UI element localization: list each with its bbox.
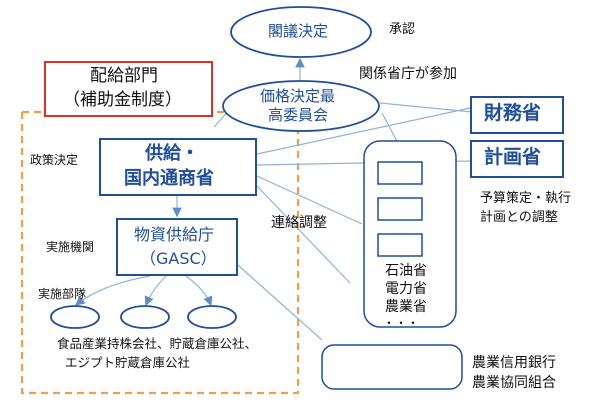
ministry-slot-3 — [377, 233, 423, 257]
price-committee-line1: 価格決定最 — [260, 87, 336, 105]
ministry-ellipsis: ・・・ — [383, 316, 420, 330]
ministry-oil: 石油省 — [385, 263, 427, 279]
companies-line1: 食品産業持株会社、貯蔵倉庫公社、 — [57, 336, 258, 351]
budget-note-line1: 予算策定・執行 — [480, 191, 572, 206]
link-gasc-unit-1 — [75, 275, 151, 306]
liaison-label: 連絡調整 — [271, 215, 327, 231]
gasc-line1: 物資供給庁 — [134, 225, 215, 244]
planning-ministry-label: 計画省 — [484, 146, 542, 168]
distribution-division-title: 配給部門 — [90, 66, 158, 86]
price-committee-line2: 高委員会 — [268, 106, 329, 124]
bank-label-2: 農業協同組合 — [472, 375, 556, 391]
planning-ministry-box — [470, 140, 564, 178]
ministry-agriculture: 農業省 — [385, 299, 427, 315]
gasc-line2: （GASC） — [140, 249, 217, 268]
link-committee-ministries — [381, 112, 399, 144]
bank-label-1: 農業信用銀行 — [472, 355, 556, 371]
implementing-units-label: 実施部隊 — [38, 287, 87, 301]
link-gasc-unit-2 — [144, 275, 167, 307]
distribution-division-subtitle: （補助金制度） — [63, 90, 182, 110]
banks-box — [321, 344, 463, 390]
unit-ellipse-2 — [120, 305, 170, 329]
link-gasc-unit-3 — [185, 275, 213, 307]
budget-note-line2: 計画との調整 — [480, 210, 558, 225]
link-supply-banks — [256, 185, 351, 284]
supply-ministry-box — [99, 138, 257, 196]
gasc-box — [116, 218, 238, 276]
ministry-slot-1 — [377, 161, 423, 185]
link-supply-finance — [256, 107, 471, 155]
link-gasc-banks — [229, 257, 323, 341]
policy-decision-label: 政策決定 — [30, 153, 79, 167]
cabinet-decision-ellipse — [230, 6, 372, 58]
unit-ellipse-3 — [187, 305, 237, 329]
finance-ministry-label: 財務省 — [484, 102, 542, 124]
cabinet-decision-label: 閣議決定 — [268, 22, 329, 40]
related-ministries-label: 関係省庁が参加 — [359, 66, 457, 82]
companies-line2: エジプト貯蔵倉庫公社 — [65, 355, 191, 370]
implementing-agency-label: 実施機関 — [46, 240, 95, 254]
distribution-division-box — [44, 61, 213, 117]
supply-ministry-line1: 供給・ — [145, 143, 199, 164]
unit-ellipse-1 — [50, 305, 100, 329]
price-committee-ellipse — [222, 80, 380, 132]
link-supply-ministries — [256, 175, 363, 225]
ministry-slot-2 — [377, 197, 423, 221]
supply-ministry-line2: 国内通商省 — [124, 168, 214, 189]
approval-label: 承認 — [389, 22, 416, 37]
ministry-electricity: 電力省 — [385, 281, 427, 297]
finance-ministry-box — [470, 96, 564, 134]
